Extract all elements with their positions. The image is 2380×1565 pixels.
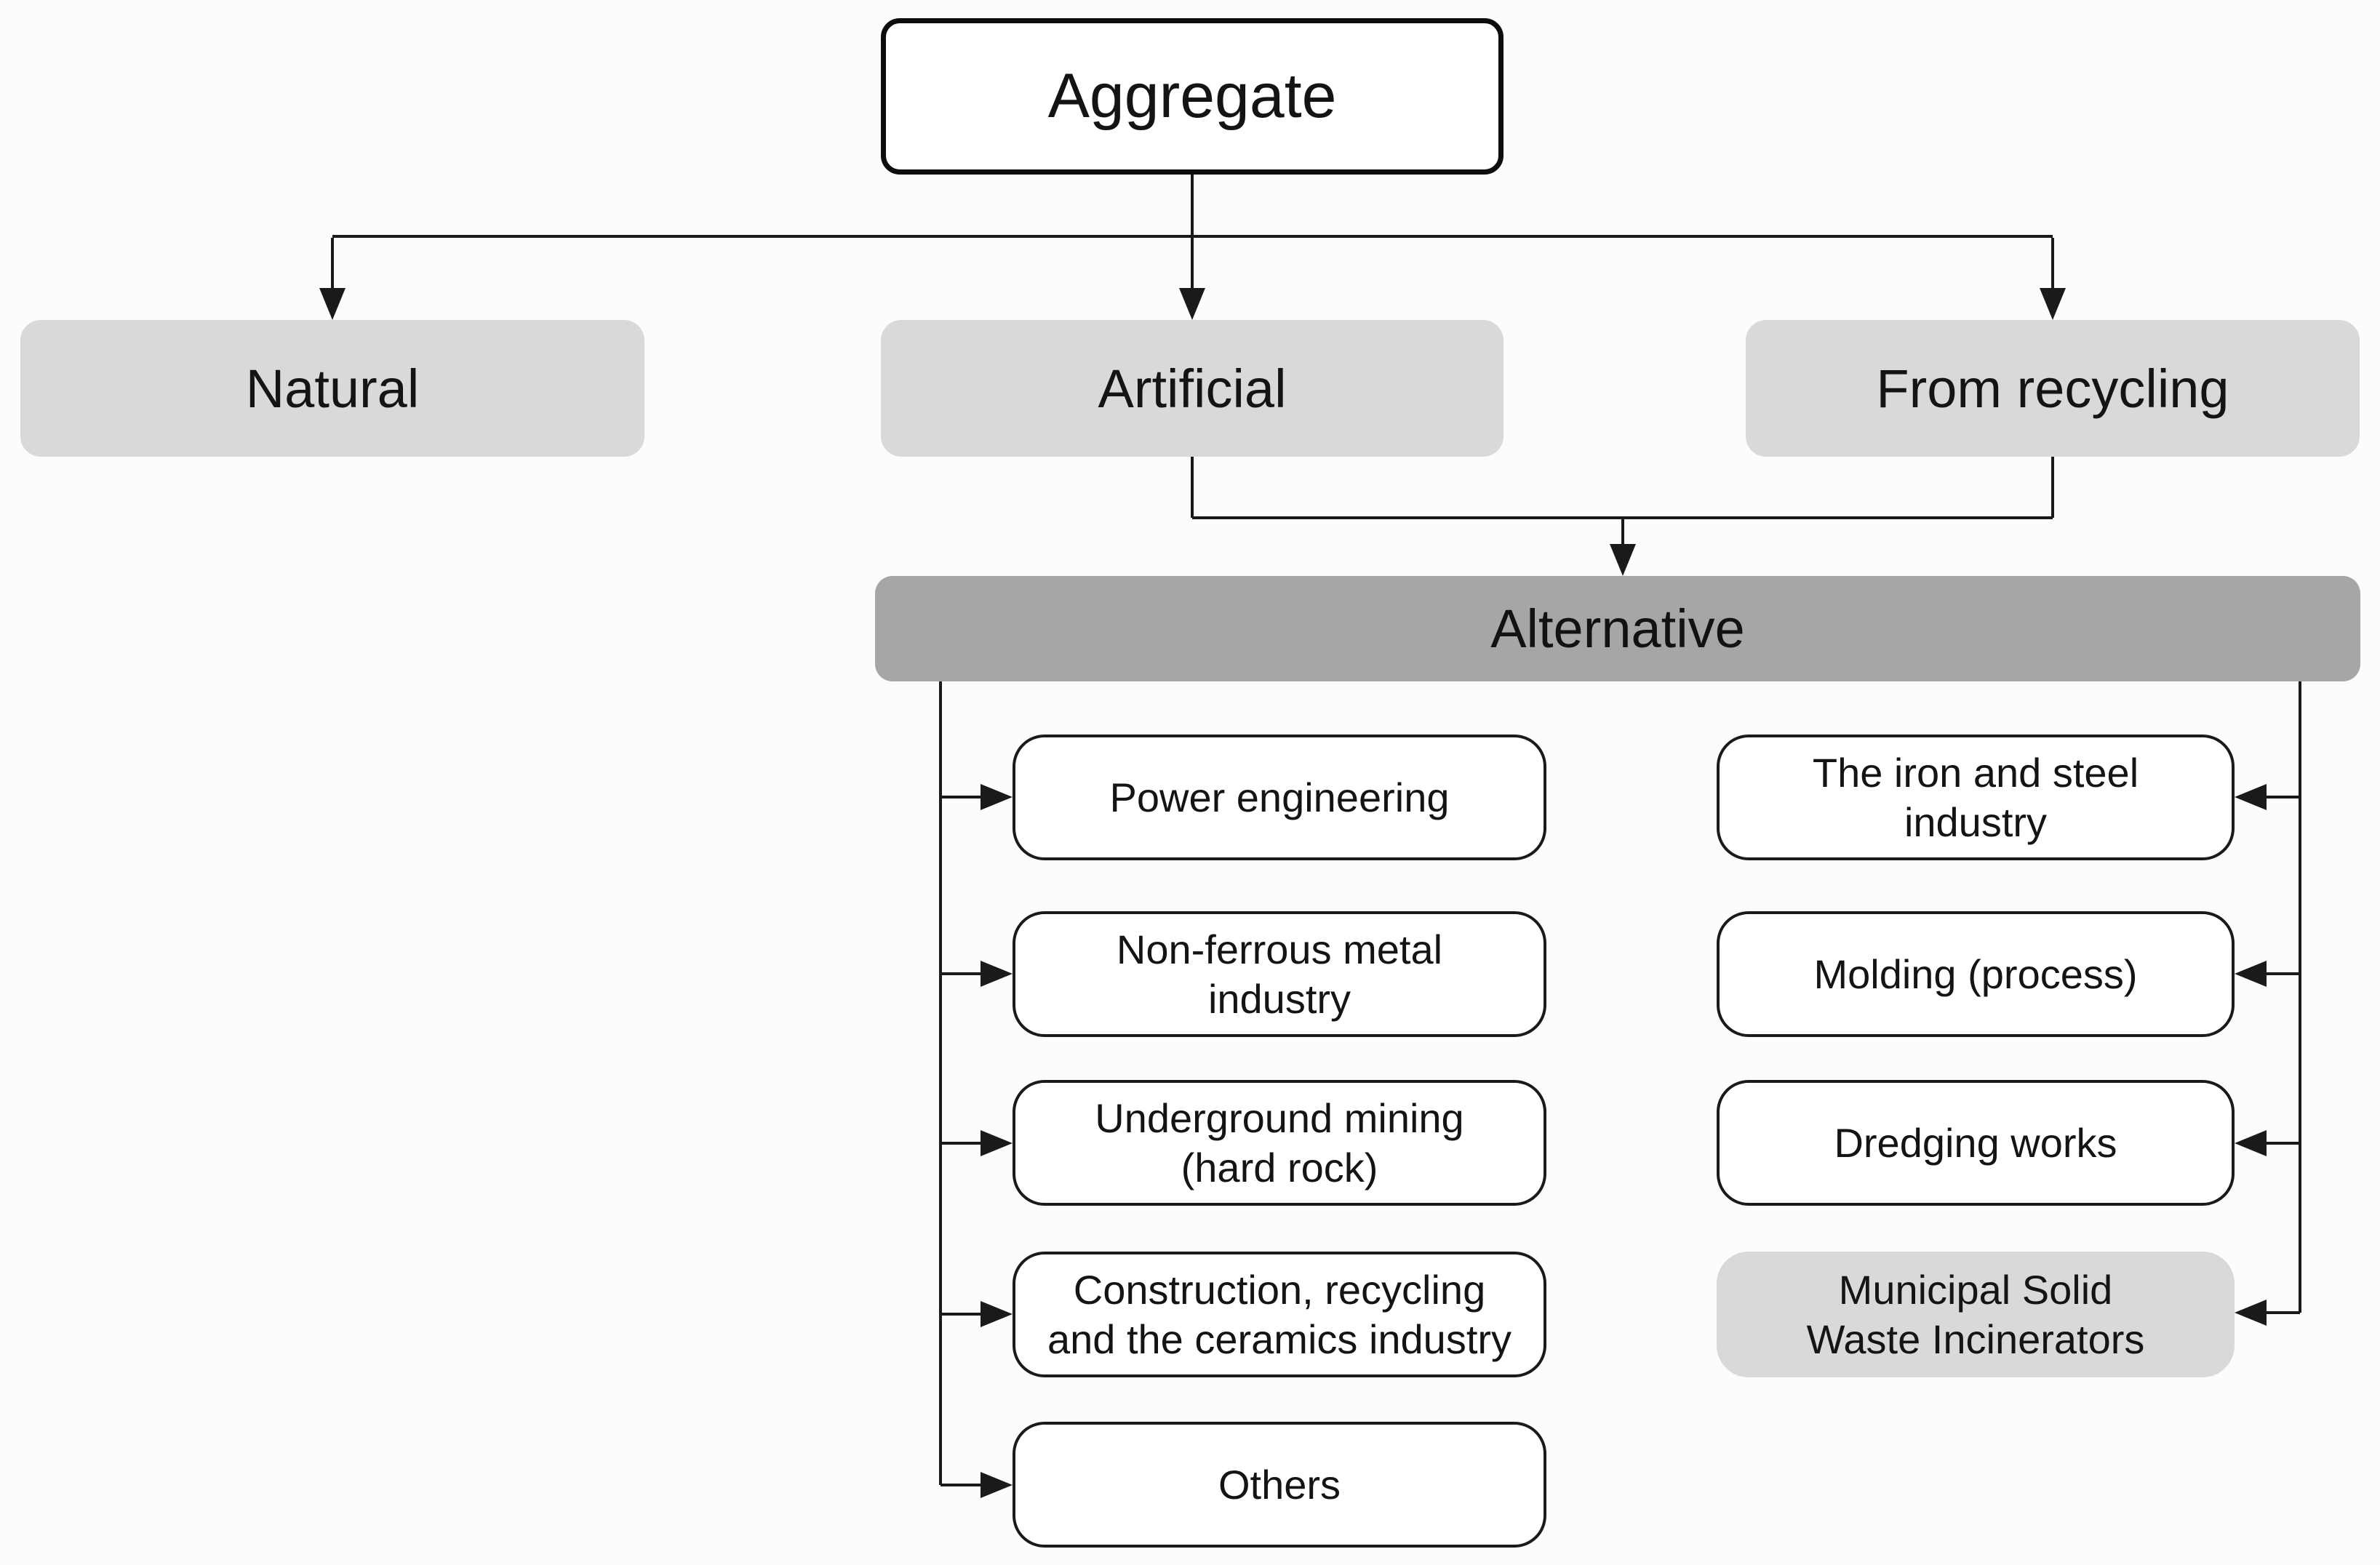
- node-construction-recycling-ceramics: Construction, recycling and the ceramics…: [1013, 1252, 1546, 1377]
- node-aggregate: Aggregate: [881, 18, 1504, 175]
- node-municipal-solid-waste-incinerators: Municipal Solid Waste Incinerators: [1717, 1252, 2235, 1377]
- node-artificial: Artificial: [881, 320, 1504, 457]
- node-power-engineering: Power engineering: [1013, 735, 1546, 860]
- node-dredging-works: Dredging works: [1717, 1080, 2235, 1206]
- node-iron-and-steel-industry: The iron and steel industry: [1717, 735, 2235, 860]
- node-natural: Natural: [20, 320, 644, 457]
- node-molding-process: Molding (process): [1717, 911, 2235, 1037]
- node-from-recycling: From recycling: [1746, 320, 2360, 457]
- node-underground-mining: Underground mining (hard rock): [1013, 1080, 1546, 1206]
- node-non-ferrous-metal-industry: Non-ferrous metal industry: [1013, 911, 1546, 1037]
- node-others: Others: [1013, 1422, 1546, 1548]
- node-alternative: Alternative: [875, 576, 2360, 681]
